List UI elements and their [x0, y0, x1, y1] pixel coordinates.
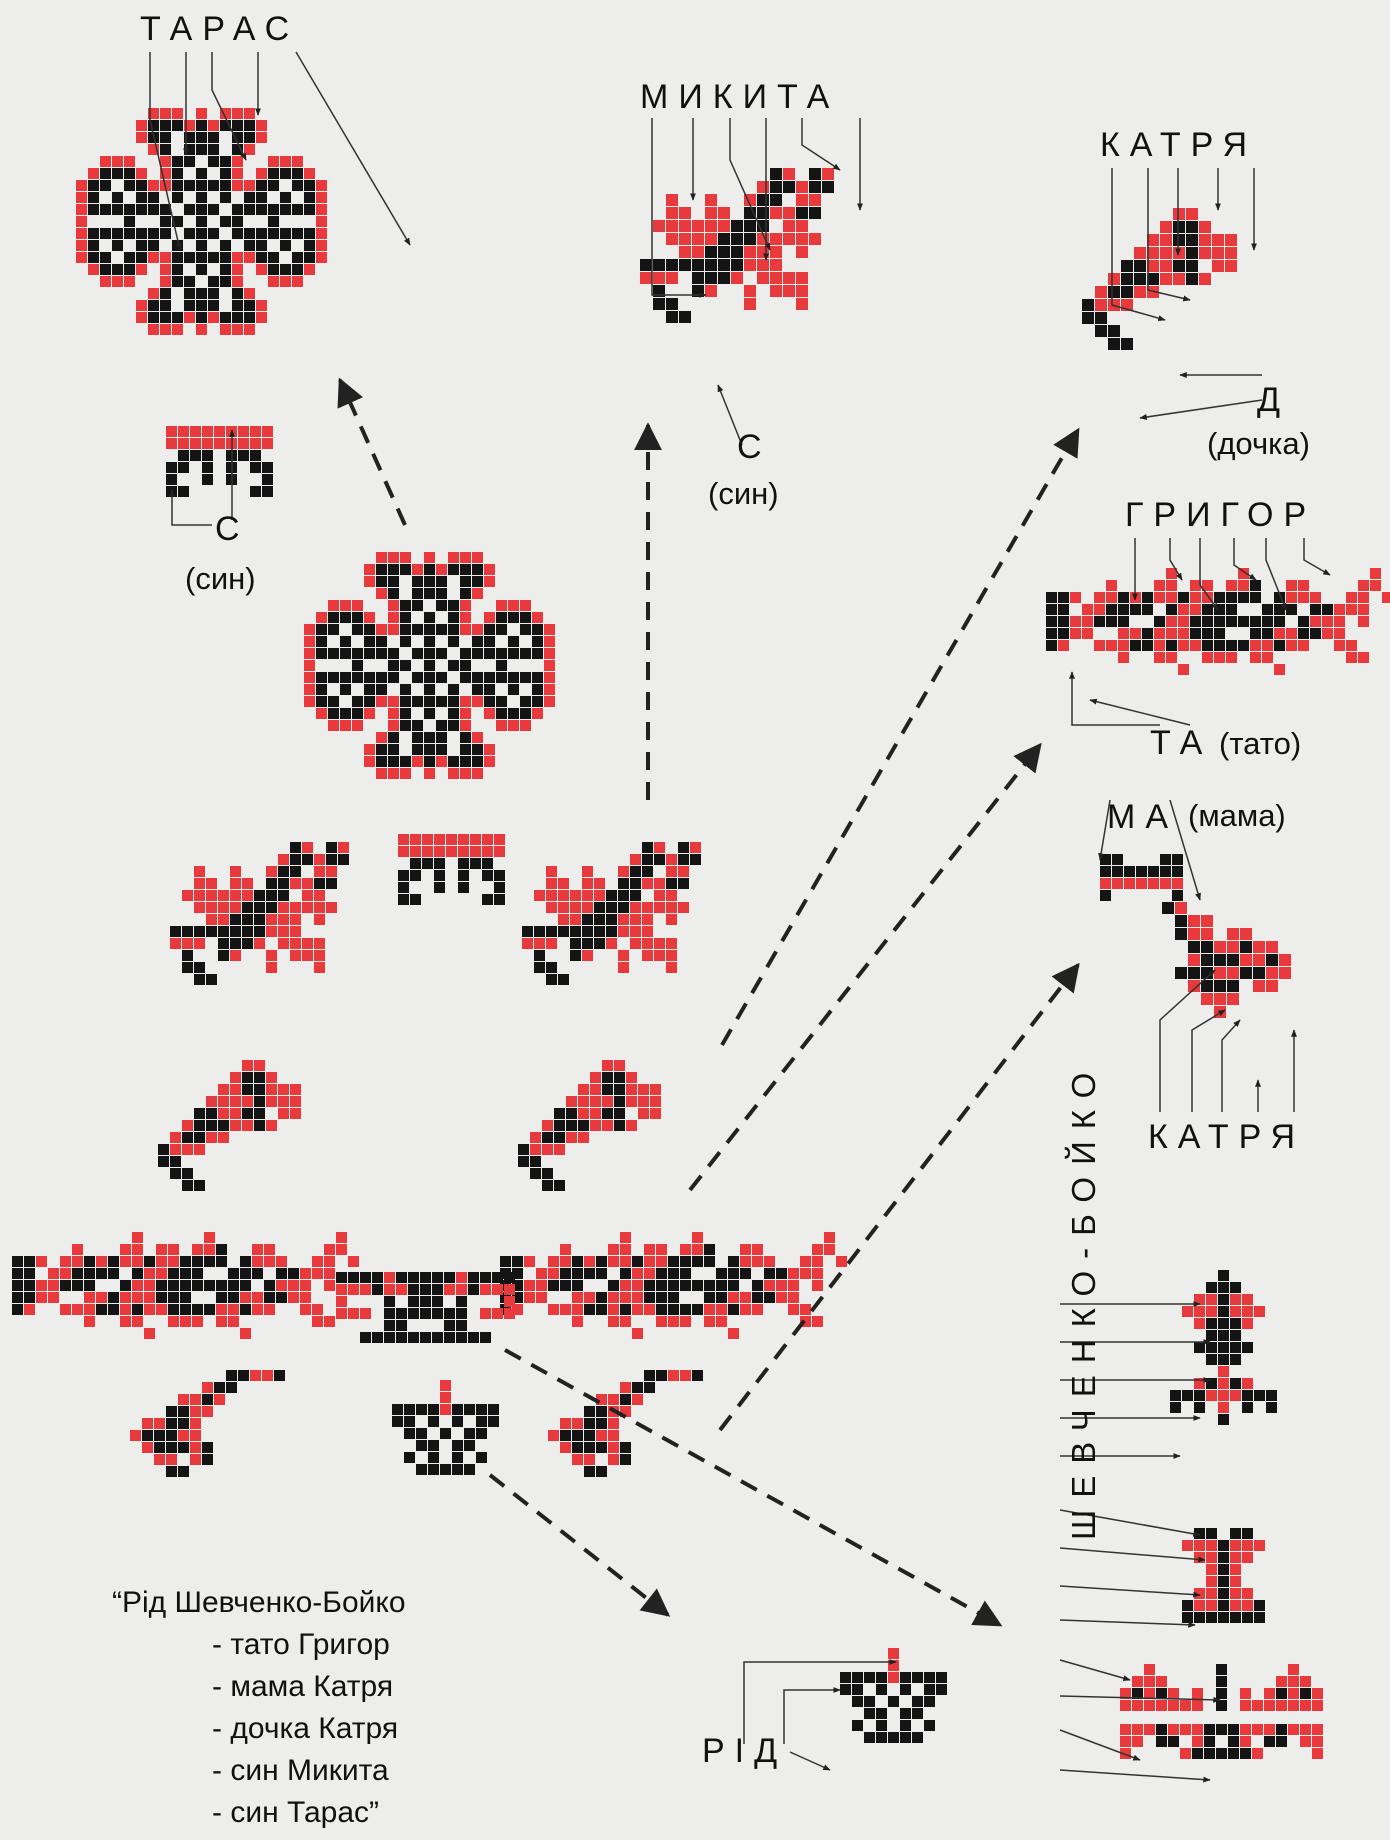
caption-line-tato: - тато Григор	[112, 1624, 406, 1666]
arrow-to-katria	[722, 430, 1078, 1045]
arrow-to-taras	[340, 380, 405, 525]
mykyta-motif	[640, 168, 834, 323]
caption-line-dochka: - дочка Катря	[112, 1708, 406, 1750]
hryhor-motif	[1046, 568, 1390, 675]
arrow-to-katria-bottom	[720, 965, 1078, 1430]
ptr-mykyta-t	[802, 118, 840, 170]
center-son-motif	[398, 834, 505, 905]
ptr-sb-13	[1060, 1770, 1210, 1780]
caption-line-mama: - мама Катря	[112, 1666, 406, 1708]
ptr-sb-9	[1060, 1620, 1195, 1625]
label-ma-letters: МА	[1107, 800, 1178, 834]
arrow-to-hryhor	[690, 745, 1040, 1190]
center-katria-right	[518, 1060, 661, 1191]
label-mykyta-son-letter: С	[737, 430, 762, 464]
center-mykyta-left	[170, 842, 349, 985]
caption-line-syn-taras: - син Тарас”	[112, 1792, 406, 1834]
center-band-left	[12, 1232, 359, 1339]
ptr-sb-8	[1060, 1586, 1200, 1595]
center-base-motif	[336, 1272, 515, 1343]
ptr-taras-s	[296, 52, 410, 245]
caption-line-title: “Рід Шевченко-Бойко	[112, 1582, 406, 1624]
ptr-sb-10	[1060, 1660, 1130, 1680]
center-zigzag-left	[130, 1370, 285, 1477]
label-shevchenko-boiko: ШЕВЧЕНКО-БОЙКО	[1067, 1061, 1100, 1540]
label-tato: (тато)	[1219, 728, 1301, 759]
ptr-ta-2	[1090, 700, 1190, 725]
shevchenko-mid-motif	[1182, 1528, 1265, 1623]
cross-stitch-patterns	[12, 108, 1390, 1759]
shevchenko-head-motif	[1170, 1270, 1277, 1425]
ma-motif	[1100, 854, 1183, 901]
taras-motif-center	[304, 552, 555, 779]
label-taras-son: (син)	[185, 563, 256, 594]
center-katria-left	[158, 1060, 301, 1191]
caption: “Рід Шевченко-Бойко - тато Григор - мама…	[112, 1582, 406, 1834]
arrow-to-shevchenko	[505, 1350, 1000, 1625]
arrow-to-rid	[490, 1475, 668, 1615]
taras-motif-large	[76, 108, 327, 335]
label-katria-top: КАТРЯ	[1100, 128, 1257, 162]
taras-son-motif	[166, 426, 273, 497]
letter-pointer-lines	[150, 52, 1330, 1780]
ptr-katria2-t	[1222, 1020, 1240, 1112]
label-rid: РІД	[702, 1734, 787, 1768]
label-hryhor: ГРИГОР	[1125, 498, 1316, 532]
center-mykyta-right	[522, 842, 701, 985]
label-ta-letters: ТА	[1150, 726, 1212, 760]
shevchenko-base-motif	[1120, 1664, 1323, 1759]
center-band-right	[500, 1232, 847, 1339]
center-rid-motif	[392, 1380, 499, 1475]
ptr-rid-3	[790, 1752, 830, 1770]
ptr-ta-1	[1072, 672, 1160, 725]
ptr-rid-2	[784, 1690, 840, 1744]
katria-motif-top	[1082, 208, 1237, 350]
label-mykyta: МИКИТА	[640, 80, 839, 114]
ptr-hryhor-r2	[1304, 538, 1330, 575]
caption-line-syn-mykyta: - син Микита	[112, 1750, 406, 1792]
label-katria-bottom: КАТРЯ	[1148, 1120, 1305, 1154]
label-mama: (мама)	[1188, 800, 1286, 831]
ptr-taras-r	[212, 52, 246, 160]
label-daughter: (дочка)	[1207, 428, 1310, 459]
label-taras-son-letter: С	[215, 512, 240, 546]
label-mykyta-son: (син)	[708, 478, 779, 509]
label-daughter-letter: Д	[1257, 383, 1280, 417]
label-taras: ТАРАС	[140, 12, 299, 46]
ptr-daughter-2	[1140, 400, 1262, 418]
ptr-katria2-a	[1192, 1010, 1225, 1112]
